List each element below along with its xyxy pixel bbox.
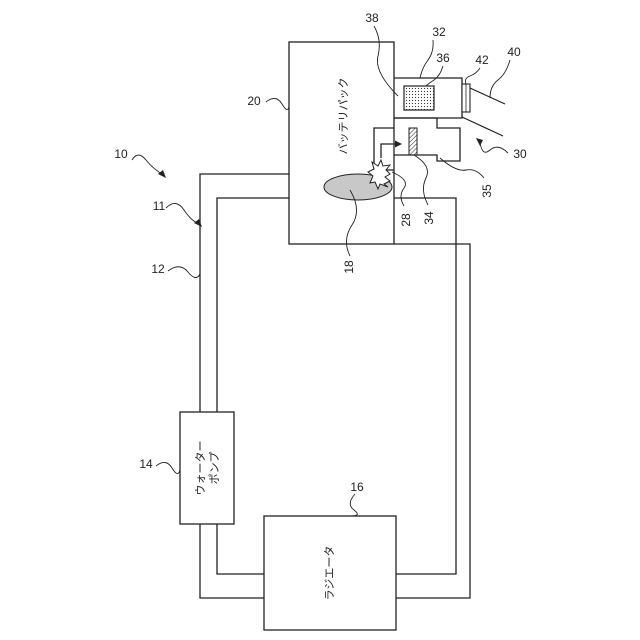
ref-12: 12: [151, 262, 165, 276]
water-pump-label-line1: ウォーター: [194, 441, 207, 496]
leader-12: [168, 267, 200, 278]
leader-42: [466, 68, 481, 84]
hatched-plate: [409, 128, 417, 155]
water-pump-label-line2: ポンプ: [208, 452, 221, 485]
radiator-label: ラジエータ: [323, 546, 336, 601]
leader-20: [266, 98, 289, 109]
leader-30-arrow: [476, 138, 483, 146]
absorber: [404, 86, 434, 110]
leader-10: [132, 155, 164, 175]
sensor-lower-housing: [394, 118, 460, 161]
ref-20: 20: [247, 94, 261, 108]
leader-40: [490, 60, 510, 98]
ref-28: 28: [399, 213, 413, 227]
leader-11: [166, 203, 200, 224]
leader-16: [350, 494, 357, 516]
water-pump-box: [180, 412, 234, 524]
cable-lower: [462, 117, 503, 136]
ref-32: 32: [432, 25, 446, 39]
leader-10-arrow: [158, 170, 166, 178]
ref-35: 35: [480, 184, 494, 198]
leader-32: [420, 40, 433, 78]
ref-16: 16: [350, 480, 364, 494]
ref-36: 36: [436, 51, 450, 65]
ref-14: 14: [139, 457, 153, 471]
battery-pack-label: バッテリパック: [337, 78, 350, 155]
leader-11-arrow: [194, 219, 202, 227]
ref-38: 38: [365, 11, 379, 25]
arrow-head: [395, 141, 402, 148]
ref-40: 40: [507, 45, 521, 59]
ref-42: 42: [475, 53, 489, 67]
leader-36: [426, 66, 443, 86]
ref-34: 34: [422, 211, 436, 225]
ref-30: 30: [513, 147, 527, 161]
ref-18: 18: [342, 260, 356, 274]
leader-30: [480, 142, 508, 153]
ref-10: 10: [114, 147, 128, 161]
cable-upper: [470, 88, 505, 104]
ref-11: 11: [153, 199, 166, 213]
leader-14: [156, 462, 180, 473]
